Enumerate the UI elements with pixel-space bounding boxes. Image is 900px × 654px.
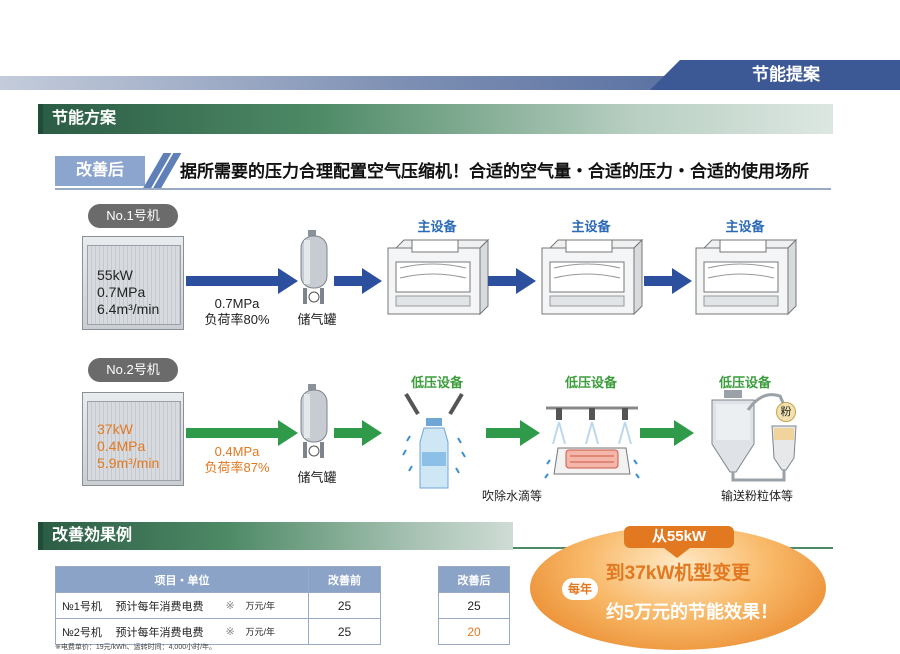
device-label-main-1: 主设备	[417, 219, 457, 234]
table-footnote: ※电费单价：19元/kWh、运转时间：4,000小时/年。	[55, 644, 217, 651]
arrow-blue-4	[644, 268, 692, 294]
table-head-before: 改善前	[308, 566, 381, 593]
compressor-2: 37kW 0.4MPa 5.9m³/min	[82, 392, 184, 486]
row-machine: №2号机	[55, 618, 116, 645]
table-head-item: 项目・单位	[55, 566, 309, 593]
callout-arrow-down	[664, 548, 690, 558]
row-before-value: 25	[308, 618, 381, 645]
machine-label-2: No.2号机	[88, 358, 178, 382]
caption-powder: 输送粉粒体等	[720, 489, 793, 503]
row-machine: №1号机	[55, 592, 116, 619]
section-mark	[38, 104, 43, 134]
page-title: 节能提案	[752, 65, 820, 84]
effect-table-before: 项目・单位 改善前 №1号机 预计每年消费电费 ※ 万元/年 25 №2号机 预…	[55, 566, 381, 645]
load-rate-2: 负荷率87%	[204, 460, 270, 475]
spec-flow: 5.9m³/min	[97, 455, 160, 471]
spec-power: 55kW	[97, 267, 133, 283]
spec-pressure: 0.7MPa	[97, 284, 146, 300]
row-unit: 万元/年	[245, 618, 309, 645]
arrow-blue-1	[186, 268, 298, 294]
tray-blow-illustration	[544, 406, 640, 479]
section-mark	[38, 522, 43, 550]
spec-flow: 6.4m³/min	[97, 301, 160, 317]
device-label-main-3: 主设备	[725, 219, 765, 234]
section-bar-plan	[38, 104, 833, 134]
arrow-blue-2	[334, 268, 382, 294]
tank-label-2: 储气罐	[297, 470, 337, 485]
tank-label-1: 储气罐	[297, 312, 337, 327]
row-item: 预计每年消费电费	[115, 618, 226, 645]
section-title-plan: 节能方案	[52, 110, 117, 127]
row-unit: 万元/年	[245, 592, 309, 619]
spec-power: 37kW	[97, 421, 133, 437]
main-device-2	[541, 238, 644, 316]
pressure-2: 0.4MPa	[214, 444, 260, 459]
callout-from: 从55kW	[624, 526, 734, 548]
table-row: 25	[438, 592, 510, 619]
powder-conveyor-illustration	[711, 390, 797, 482]
banner-text: 据所需要的压力合理配置空气压缩机！合适的空气量・合适的压力・合适的使用场所	[180, 162, 809, 181]
arrow-blue-3	[488, 268, 536, 294]
banner-tag: 改善后	[55, 156, 145, 186]
table-row: №1号机 预计每年消费电费 ※ 万元/年 25	[55, 592, 381, 619]
row-before-value: 25	[308, 592, 381, 619]
load-rate-1: 负荷率80%	[204, 312, 270, 327]
callout-to: 到37kW机型变更	[605, 563, 751, 584]
effect-table-after: 改善后 25 20	[438, 566, 510, 645]
pressure-1: 0.7MPa	[214, 296, 260, 311]
device-label-low-3: 低压设备	[718, 375, 771, 390]
callout-effect: 约5万元的节能效果！	[605, 602, 778, 622]
section-title-effect: 改善効果例	[52, 527, 133, 544]
row-after-value: 25	[438, 592, 510, 619]
powder-badge: 粉	[776, 402, 796, 422]
compressor-1: 55kW 0.7MPa 6.4m³/min	[82, 236, 184, 330]
arrow-green-1	[186, 420, 298, 446]
water-blow-illustration	[402, 392, 466, 489]
arrow-green-2	[334, 420, 382, 446]
tank-2	[300, 384, 328, 458]
table-row: 20	[438, 618, 510, 645]
callout-badge: 每年	[562, 578, 598, 600]
table-head-after: 改善后	[438, 566, 510, 593]
main-device-3	[695, 238, 798, 316]
main-device-1	[387, 238, 490, 316]
row-mark: ※	[225, 592, 246, 619]
top-tab	[650, 60, 900, 90]
device-label-low-1: 低压设备	[410, 375, 463, 390]
arrow-green-4	[640, 420, 694, 446]
device-label-main-2: 主设备	[571, 219, 611, 234]
section-bar-effect	[38, 522, 513, 550]
table-row: №2号机 预计每年消费电费 ※ 万元/年 25	[55, 618, 381, 645]
row-mark: ※	[225, 618, 246, 645]
arrow-green-3	[486, 420, 540, 446]
spec-pressure: 0.4MPa	[97, 438, 146, 454]
caption-water-blow: 吹除水滴等	[481, 489, 542, 503]
tank-1	[300, 230, 328, 304]
row-item: 预计每年消费电费	[115, 592, 226, 619]
banner-underline	[55, 188, 831, 190]
row-after-value: 20	[438, 618, 510, 645]
machine-label-1: No.1号机	[88, 204, 178, 228]
device-label-low-2: 低压设备	[564, 375, 617, 390]
